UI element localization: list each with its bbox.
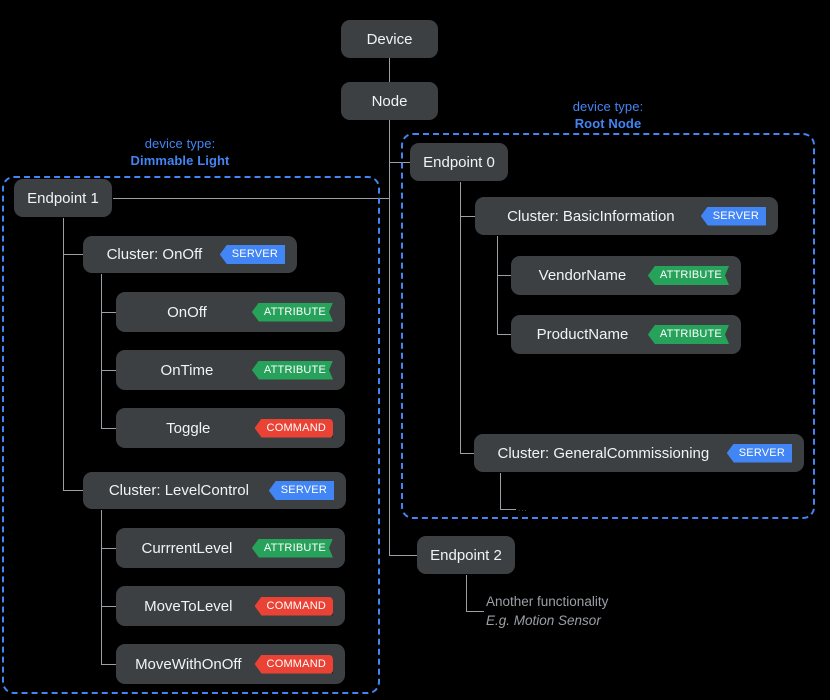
connector-device-to-node (389, 58, 390, 82)
badge-attribute-onoff: ATTRIBUTE (252, 303, 333, 322)
node-device-label: Device (366, 30, 413, 48)
region-label-dimmable-light: device type: Dimmable Light (90, 135, 270, 169)
node-movewithonoff-cmd[interactable]: MoveWithOnOff COMMAND (116, 644, 345, 684)
connector-onoff-to-onoff-attr (101, 312, 121, 313)
node-endpoint-0[interactable]: Endpoint 0 (410, 143, 508, 181)
connector-generalcommissioning-to-ellipsis (500, 509, 516, 510)
connector-trunk-to-endpoint2 (389, 555, 417, 556)
connector-levelcontrol-to-currrentlevel (101, 548, 121, 549)
node-endpoint-1[interactable]: Endpoint 1 (14, 179, 112, 217)
note-endpoint2: Another functionality E.g. Motion Sensor (486, 592, 608, 630)
connector-endpoint1-spine (63, 218, 64, 491)
node-movetolevel-cmd[interactable]: MoveToLevel COMMAND (116, 586, 345, 626)
node-cluster-onoff[interactable]: Cluster: OnOff SERVER (83, 236, 297, 273)
badge-command-movewithonoff: COMMAND (254, 654, 333, 674)
region-label-root-node: device type: Root Node (518, 98, 698, 132)
connector-cluster-levelcontrol-spine (101, 510, 102, 664)
node-node[interactable]: Node (341, 82, 438, 120)
node-endpoint-0-label: Endpoint 0 (423, 153, 495, 171)
node-ontime-attr-label: OnTime (160, 361, 214, 379)
connector-node-trunk (389, 120, 390, 555)
connector-cluster-onoff-spine (101, 274, 102, 428)
node-cluster-generalcommissioning-label: Cluster: GeneralCommissioning (497, 444, 710, 462)
badge-attribute-productname: ATTRIBUTE (648, 325, 729, 344)
region-name-root-node: Root Node (574, 116, 642, 131)
connector-endpoint0-to-cluster-generalcommissioning (460, 453, 478, 454)
node-cluster-levelcontrol-label: Cluster: LevelControl (108, 482, 249, 499)
node-device[interactable]: Device (341, 20, 438, 58)
node-ontime-attr[interactable]: OnTime ATTRIBUTE (116, 350, 345, 390)
connector-endpoint2-spine (466, 575, 467, 611)
connector-basicinformation-to-vendorname (497, 275, 515, 276)
node-cluster-basicinformation-label: Cluster: BasicInformation (507, 207, 675, 225)
node-onoff-attr[interactable]: OnOff ATTRIBUTE (116, 292, 345, 332)
node-vendorname-attr-label: VendorName (538, 267, 627, 284)
node-endpoint-1-label: Endpoint 1 (27, 189, 99, 207)
badge-attribute-vendorname: ATTRIBUTE (648, 266, 729, 285)
region-kind-root-node: device type: (572, 99, 644, 114)
node-vendorname-attr[interactable]: VendorName ATTRIBUTE (511, 256, 741, 295)
connector-endpoint1-to-cluster-levelcontrol (63, 490, 83, 491)
node-endpoint-2[interactable]: Endpoint 2 (417, 536, 515, 574)
badge-server-generalcommissioning: SERVER (726, 443, 792, 463)
connector-levelcontrol-to-movetolevel (101, 606, 121, 607)
badge-attribute-ontime: ATTRIBUTE (252, 361, 333, 380)
badge-command-toggle: COMMAND (254, 418, 333, 438)
node-toggle-cmd[interactable]: Toggle COMMAND (116, 408, 345, 448)
connector-onoff-to-ontime-attr (101, 370, 121, 371)
connector-cluster-generalcommissioning-spine (500, 473, 501, 509)
node-cluster-generalcommissioning[interactable]: Cluster: GeneralCommissioning SERVER (474, 434, 804, 472)
node-node-label: Node (371, 92, 408, 110)
badge-server-basicinformation: SERVER (700, 206, 766, 226)
connector-cluster-basicinformation-spine (497, 236, 498, 335)
badge-server-levelcontrol: SERVER (268, 481, 334, 500)
ellipsis-generalcommissioning-children: ... (518, 504, 528, 513)
connector-endpoint2-to-note (466, 611, 484, 612)
node-endpoint-2-label: Endpoint 2 (430, 546, 502, 564)
region-kind-dimmable-light: device type: (144, 136, 216, 151)
node-productname-attr[interactable]: ProductName ATTRIBUTE (511, 315, 741, 354)
badge-attribute-currrentlevel: ATTRIBUTE (252, 539, 333, 558)
node-cluster-levelcontrol[interactable]: Cluster: LevelControl SERVER (83, 472, 346, 509)
connector-endpoint0-to-cluster-basicinformation (460, 216, 478, 217)
connector-trunk-to-endpoint1 (113, 198, 390, 199)
node-movetolevel-cmd-label: MoveToLevel (144, 597, 233, 615)
note-endpoint2-line2: E.g. Motion Sensor (486, 613, 601, 628)
node-cluster-basicinformation[interactable]: Cluster: BasicInformation SERVER (475, 197, 778, 235)
region-root-node (401, 133, 815, 519)
node-currrentlevel-attr[interactable]: CurrrentLevel ATTRIBUTE (116, 528, 345, 568)
note-endpoint2-line1: Another functionality (486, 594, 609, 609)
connector-onoff-to-toggle-cmd (101, 428, 121, 429)
node-toggle-cmd-label: Toggle (166, 419, 211, 437)
badge-command-movetolevel: COMMAND (254, 596, 333, 616)
node-currrentlevel-attr-label: CurrrentLevel (141, 539, 233, 557)
region-name-dimmable-light: Dimmable Light (130, 153, 230, 168)
connector-endpoint0-spine (460, 182, 461, 453)
node-onoff-attr-label: OnOff (167, 303, 207, 321)
node-cluster-onoff-label: Cluster: OnOff (106, 246, 203, 263)
connector-endpoint1-to-cluster-onoff (63, 254, 83, 255)
connector-levelcontrol-to-movewithonoff (101, 664, 121, 665)
badge-server-onoff: SERVER (219, 245, 285, 264)
connector-basicinformation-to-productname (497, 334, 515, 335)
node-productname-attr-label: ProductName (536, 326, 629, 343)
node-movewithonoff-cmd-label: MoveWithOnOff (135, 655, 242, 673)
region-dimmable-light (2, 176, 380, 694)
